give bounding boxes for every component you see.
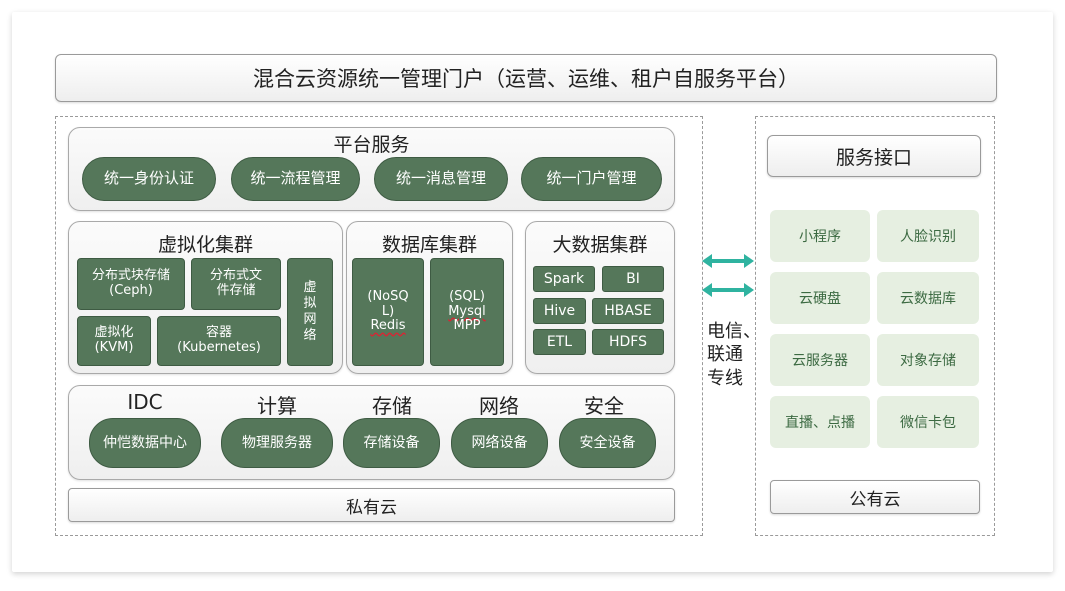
cloud-server-tile: 云服务器 [770,334,870,386]
portal-bar: 混合云资源统一管理门户（运营、运维、租户自服务平台） [55,54,997,102]
nosql-line1: (NoSQ [367,288,409,304]
bidirectional-arrows [702,254,754,297]
physical-server: 物理服务器 [221,418,333,468]
bi-box: BI [602,266,664,292]
live-vod-tile: 直播、点播 [770,396,870,448]
service-api-bar: 服务接口 [767,135,981,177]
kvm-line1: 虚拟化 [94,325,134,341]
dedicated-line-label: 电信、 联通 专线 [707,320,763,390]
cloud-disk-tile: 云硬盘 [770,272,870,324]
link-line3: 专线 [707,367,743,389]
public-cloud-bar: 公有云 [770,480,980,514]
hive-box: Hive [533,298,586,324]
vnet-char4: 络 [303,328,317,344]
file-storage-line2: 件存储 [216,283,256,298]
database-title: 数据库集群 [381,234,477,256]
security-device: 安全设备 [559,418,656,468]
hbase-box: HBASE [592,298,664,324]
block-storage-line2: (Ceph) [109,283,153,298]
service-api-title: 服务接口 [835,146,912,169]
nosql-line2: L) [381,303,395,319]
unified-portal-management: 统一门户管理 [521,157,662,201]
cloud-database-tile: 云数据库 [877,272,979,324]
arrow-top [702,254,754,268]
private-cloud-label: 私有云 [346,497,397,518]
public-cloud-label: 公有云 [849,489,901,510]
block-storage-line1: 分布式块存储 [91,268,170,284]
infra-label-network: 网络 [479,394,519,418]
infra-label-idc: IDC [127,390,163,414]
infra-label-security: 安全 [584,394,624,418]
infra-label-compute: 计算 [257,394,297,418]
storage-device: 存储设备 [343,418,440,468]
etl-box: ETL [533,329,586,355]
vnet-char1: 虚 [303,279,317,295]
vnet-char2: 拟 [303,295,317,311]
public-cloud-container [755,116,995,536]
nosql-redis: (NoSQ L) Redis [352,258,424,366]
network-device: 网络设备 [451,418,548,468]
redis-label: Redis [370,318,406,334]
spark-box: Spark [533,266,595,292]
sql-mysql-mpp: (SQL) Mysql MPP [430,258,504,366]
vnet-char3: 网 [303,312,317,327]
distributed-block-storage: 分布式块存储 (Ceph) [77,258,185,310]
mini-program-tile: 小程序 [770,210,870,262]
wechat-card-tile: 微信卡包 [877,396,979,448]
object-storage-tile: 对象存储 [877,334,979,386]
k8s-line2: (Kubernetes) [177,340,261,355]
portal-title: 混合云资源统一管理门户（运营、运维、租户自服务平台） [253,67,799,91]
virtualization-title: 虚拟化集群 [157,234,253,256]
zhongkai-datacenter: 仲恺数据中心 [89,418,201,468]
link-line2: 联通 [707,344,743,366]
face-recognition-tile: 人脸识别 [877,210,979,262]
private-cloud-bar: 私有云 [68,488,675,522]
file-storage-line1: 分布式文 [209,268,262,284]
kvm-virtualization: 虚拟化 (KVM) [77,316,151,366]
infra-label-storage: 存储 [372,394,412,418]
arrow-bottom [702,283,754,297]
unified-process-management: 统一流程管理 [231,157,360,201]
bigdata-title: 大数据集群 [552,234,648,256]
mpp-label: MPP [453,318,481,334]
sql-line1: (SQL) [449,288,485,304]
unified-message-management: 统一消息管理 [374,157,508,201]
private-cloud-container [55,116,703,536]
unified-identity-auth: 统一身份认证 [82,157,216,201]
link-line1: 电信、 [707,321,761,342]
mysql-label: Mysql [448,303,486,319]
kubernetes-container: 容器 (Kubernetes) [157,316,281,366]
virtual-network: 虚 拟 网 络 [287,258,333,366]
k8s-line1: 容器 [205,325,232,341]
platform-title: 平台服务 [333,134,410,156]
kvm-line2: (KVM) [94,340,134,355]
distributed-file-storage: 分布式文 件存储 [191,258,281,310]
hdfs-box: HDFS [592,329,664,355]
